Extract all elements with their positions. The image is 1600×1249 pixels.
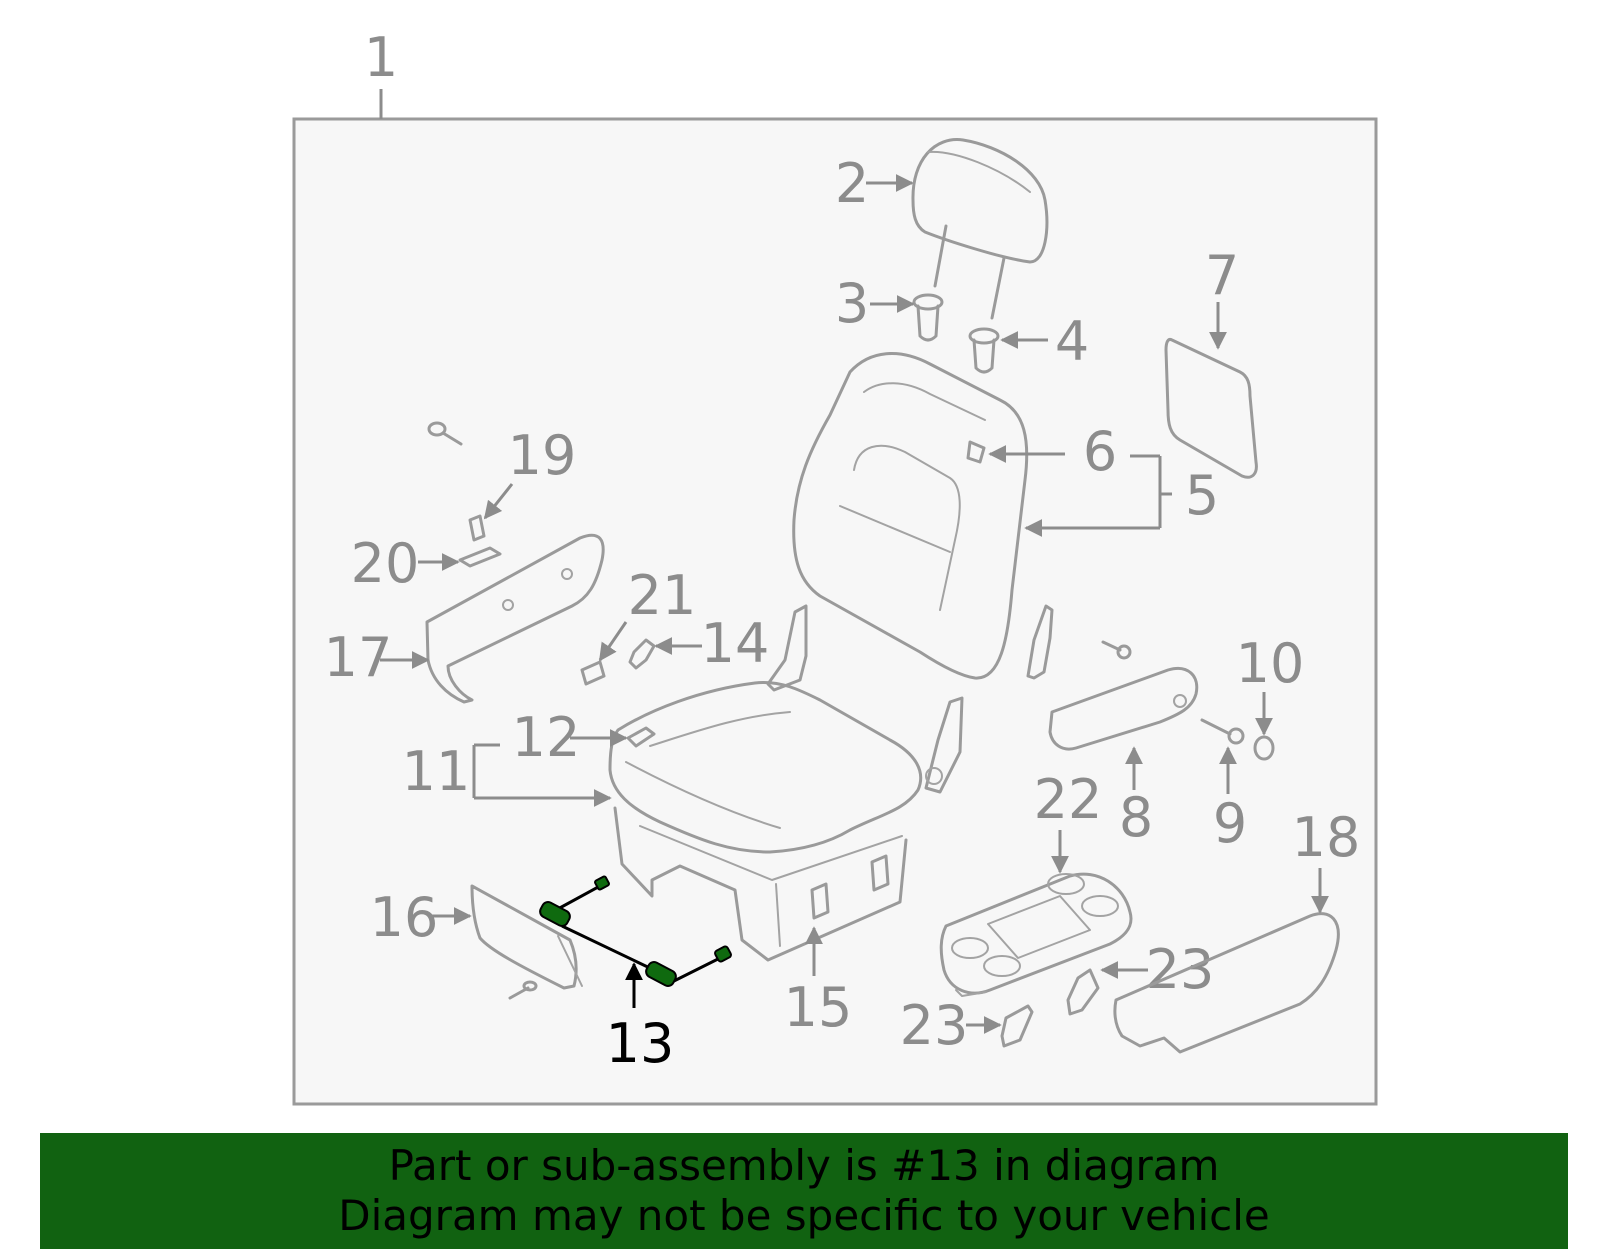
callout-2: 2: [835, 152, 869, 215]
callout-5: 5: [1185, 464, 1219, 527]
clip-21: [580, 660, 606, 686]
callout-11: 11: [402, 740, 471, 803]
cap-10: [1253, 735, 1275, 761]
bolt-armrest: [1101, 640, 1132, 660]
callout-21: 21: [628, 564, 697, 627]
callout-17: 17: [324, 626, 393, 689]
recliner-hinge-right: [924, 696, 964, 794]
clip-23b: [1000, 1004, 1034, 1048]
callout-23b: 23: [900, 994, 969, 1057]
screw-16: [508, 980, 538, 1000]
headrest: [911, 138, 1049, 320]
side-cover-left: [425, 533, 605, 704]
clip-23a: [1066, 968, 1100, 1016]
callout-19: 19: [508, 424, 577, 487]
headrest-lock-guide: [966, 440, 986, 464]
callout-22: 22: [1034, 768, 1103, 831]
callout-12: 12: [512, 706, 581, 769]
notice-line-1: Part or sub-assembly is #13 in diagram: [388, 1141, 1220, 1190]
callout-20: 20: [351, 532, 420, 595]
seat-back: [792, 352, 1029, 680]
callout-8: 8: [1119, 786, 1153, 849]
callout-14: 14: [701, 612, 770, 675]
callout-3: 3: [835, 272, 869, 335]
callout-23a: 23: [1146, 938, 1215, 1001]
callout-18: 18: [1292, 806, 1361, 869]
hook-14: [628, 638, 656, 670]
callout-10: 10: [1236, 632, 1305, 695]
seat-cushion: [608, 680, 923, 854]
notice-line-2: Diagram may not be specific to your vehi…: [338, 1191, 1270, 1240]
notice-banner: Part or sub-assembly is #13 in diagram D…: [40, 1133, 1568, 1249]
callout-7: 7: [1205, 244, 1239, 307]
callout-9: 9: [1213, 792, 1247, 855]
headrest-guide-right: [968, 327, 1000, 374]
side-cover-right: [1113, 912, 1340, 1054]
cup-holder-tray: [939, 872, 1133, 997]
bracket-20: [458, 546, 502, 568]
bolt-9: [1200, 718, 1245, 745]
assembly-frame: [292, 117, 1378, 1106]
bracket-small: [1026, 604, 1054, 680]
lever-12: [626, 726, 656, 748]
callout-13: 13: [606, 1012, 675, 1075]
callout-4: 4: [1055, 310, 1089, 373]
back-panel: [1164, 338, 1258, 479]
callout-16: 16: [370, 886, 439, 949]
callout-15: 15: [784, 976, 853, 1039]
seat-frame: [613, 806, 908, 962]
recliner-hinge-left: [766, 604, 808, 692]
armrest: [1048, 667, 1199, 751]
cover-cap: [468, 514, 486, 542]
cover-16: [470, 884, 583, 990]
screw-19a: [427, 421, 463, 446]
callout-1: 1: [364, 26, 398, 89]
callout-6: 6: [1083, 420, 1117, 483]
